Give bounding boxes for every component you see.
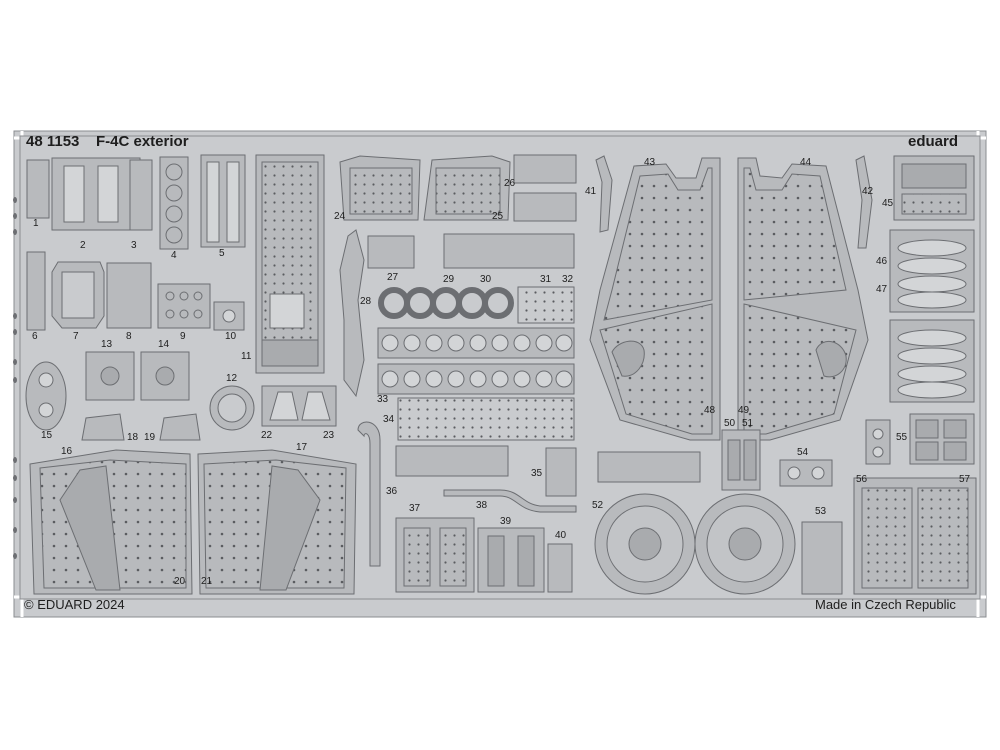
part-number: 44 xyxy=(800,157,812,168)
copyright-text: © EDUARD 2024 xyxy=(24,597,125,612)
part-31-32 xyxy=(517,286,575,324)
part-number: 49 xyxy=(738,405,750,416)
part-number: 10 xyxy=(225,331,237,342)
part-number: 19 xyxy=(144,432,156,443)
part-38 xyxy=(443,489,577,513)
part-number: 18 xyxy=(127,432,139,443)
part-number: 55 xyxy=(896,432,908,443)
part-17-21 xyxy=(197,449,357,595)
part-42 xyxy=(855,155,873,249)
part-number: 7 xyxy=(73,331,79,342)
part-number: 46 xyxy=(876,256,888,267)
part-number: 34 xyxy=(383,414,395,425)
part-number: 52 xyxy=(592,500,604,511)
part-number: 41 xyxy=(585,186,597,197)
part-5 xyxy=(200,154,246,248)
wheels-52 xyxy=(594,493,796,595)
rings-29-30 xyxy=(378,287,514,319)
part-number: 50 xyxy=(724,418,736,429)
part-number: 9 xyxy=(180,331,186,342)
part-number: 15 xyxy=(41,430,53,441)
part-number: 37 xyxy=(409,503,421,514)
part-number: 24 xyxy=(334,211,346,222)
part-11 xyxy=(255,154,325,374)
part-number: 48 xyxy=(704,405,716,416)
part-number: 14 xyxy=(158,339,170,350)
part-number: 38 xyxy=(476,500,488,511)
parts-37-40 xyxy=(395,517,573,593)
part-number: 22 xyxy=(261,430,273,441)
part-number: 16 xyxy=(61,446,73,457)
part-number: 56 xyxy=(856,474,868,485)
part-number: 27 xyxy=(387,272,399,283)
part-number: 43 xyxy=(644,157,656,168)
part-number: 11 xyxy=(241,351,252,362)
parts-26-27 xyxy=(367,154,577,269)
part-number: 2 xyxy=(80,240,86,251)
part-number: 23 xyxy=(323,430,335,441)
part-1-3 xyxy=(26,157,153,231)
part-number: 13 xyxy=(101,339,113,350)
brand-logo: eduard xyxy=(908,133,959,150)
part-number: 1 xyxy=(33,218,39,229)
part-24-25 xyxy=(339,155,511,221)
part-number: 53 xyxy=(815,506,827,517)
parts-12-15 xyxy=(25,351,255,431)
part-number: 20 xyxy=(174,576,186,587)
part-number: 28 xyxy=(360,296,372,307)
part-number: 3 xyxy=(131,240,137,251)
part-number: 35 xyxy=(531,468,543,479)
part-34 xyxy=(397,397,575,441)
part-number: 40 xyxy=(555,530,567,541)
part-number: 45 xyxy=(882,198,894,209)
part-33-holes xyxy=(381,334,573,388)
part-number: 29 xyxy=(443,274,455,285)
part-number: 47 xyxy=(876,284,888,295)
edge-drops-left xyxy=(13,197,17,559)
parts-56-57 xyxy=(853,477,977,595)
part-number: 26 xyxy=(504,178,516,189)
part-number: 42 xyxy=(862,186,874,197)
parts-6-10 xyxy=(26,251,245,331)
part-28 xyxy=(339,229,365,398)
part-number: 21 xyxy=(201,576,213,587)
part-26-right xyxy=(597,451,701,483)
parts-50-55 xyxy=(721,413,975,491)
part-number: 30 xyxy=(480,274,492,285)
part-number: 31 xyxy=(540,274,552,285)
part-number: 12 xyxy=(226,373,238,384)
catalog-number: 48 1153 xyxy=(26,133,80,150)
panel-44-49 xyxy=(737,157,869,441)
part-number: 51 xyxy=(742,418,754,429)
part-36 xyxy=(357,421,381,567)
part-number: 32 xyxy=(562,274,574,285)
part-53 xyxy=(801,521,843,595)
part-number: 8 xyxy=(126,331,132,342)
sheet-title: F-4C exterior xyxy=(96,133,189,150)
part-number: 17 xyxy=(296,442,308,453)
part-number: 54 xyxy=(797,447,809,458)
part-number: 25 xyxy=(492,211,504,222)
part-number: 5 xyxy=(219,248,225,259)
origin-text: Made in Czech Republic xyxy=(815,597,956,612)
parts-46-47 xyxy=(889,229,975,403)
part-35 xyxy=(545,447,577,497)
parts-18-23 xyxy=(81,385,337,441)
part-number: 39 xyxy=(500,516,512,527)
panel-43-48 xyxy=(589,157,721,441)
part-45 xyxy=(893,155,975,221)
part-number: 4 xyxy=(171,250,177,261)
part-number: 33 xyxy=(377,394,389,405)
part-number: 36 xyxy=(386,486,398,497)
part-41 xyxy=(595,155,613,233)
part-16-20 xyxy=(29,449,193,595)
part-4 xyxy=(159,156,189,250)
part-26-lower xyxy=(395,445,509,477)
part-number: 57 xyxy=(959,474,971,485)
part-number: 6 xyxy=(32,331,38,342)
